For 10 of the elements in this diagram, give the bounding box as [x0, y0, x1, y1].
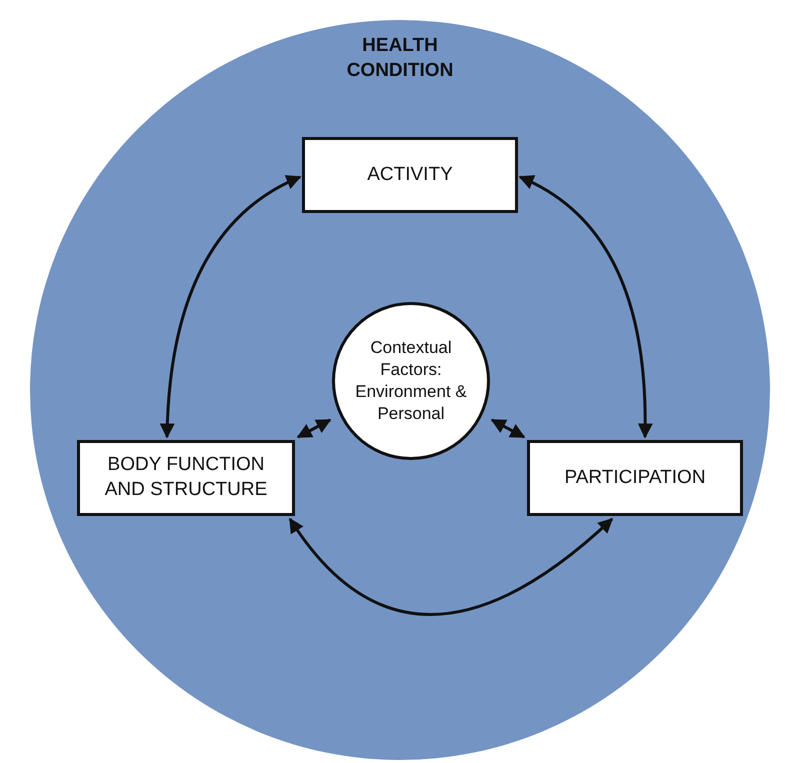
circle-title: HEALTH CONDITION	[346, 34, 454, 83]
arrow	[160, 176, 302, 438]
body-function-box: BODY FUNCTION AND STRUCTURE	[77, 440, 295, 516]
arrow	[296, 418, 332, 438]
arrow	[518, 176, 652, 438]
context-circle: Contextual Factors: Environment & Personal	[332, 302, 490, 460]
arrow	[490, 418, 526, 438]
activity-box: ACTIVITY	[302, 137, 518, 213]
arrow	[288, 518, 614, 616]
participation-box: PARTICIPATION	[527, 440, 743, 516]
